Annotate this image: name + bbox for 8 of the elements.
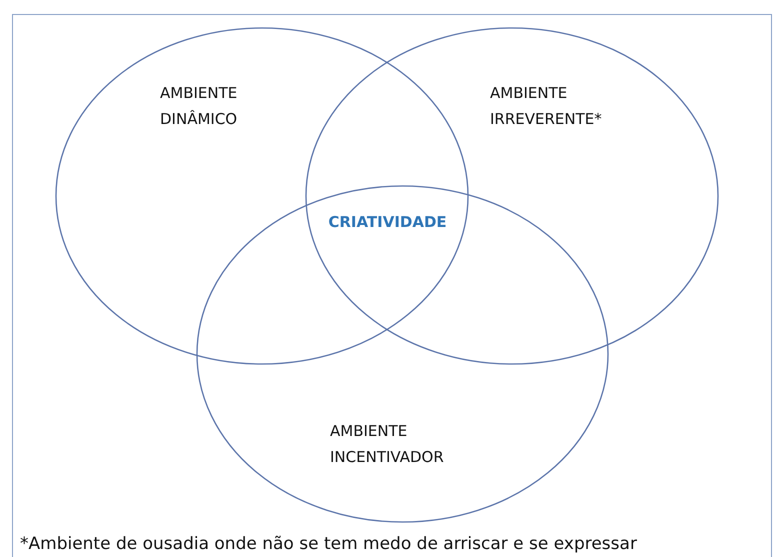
region-label: AMBIENTE IRREVERENTE* [490,83,603,130]
venn-ellipse [55,27,469,365]
venn-ellipse [196,185,609,523]
intersection-label: CRIATIVIDADE [327,212,448,233]
region-label: AMBIENTE INCENTIVADOR [330,421,445,468]
region-label: AMBIENTE DINÂMICO [160,83,238,130]
venn-ellipse [305,27,719,365]
footnote: *Ambiente de ousadia onde não se tem medo de arriscar e se expressar [20,533,637,555]
